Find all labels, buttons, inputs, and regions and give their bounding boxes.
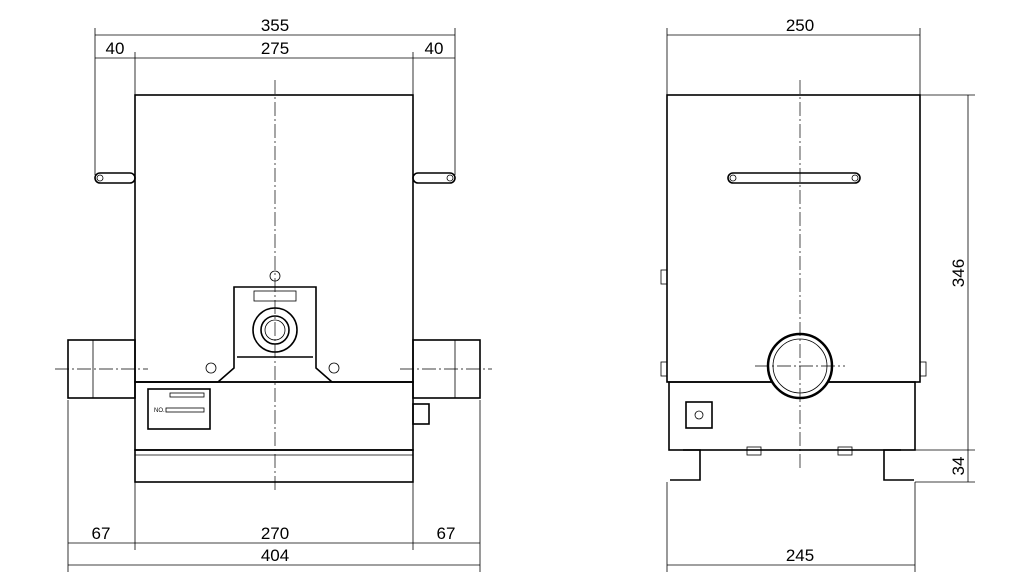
- dim-404: 404: [261, 546, 289, 565]
- dimension-labels: 355 40 275 40 67 270 67 404 250 245 346 …: [92, 16, 968, 565]
- side-bolt: [660, 361, 668, 377]
- front-lower-body: [134, 381, 414, 451]
- front-upper-body: [134, 94, 414, 383]
- dim-346: 346: [949, 259, 968, 287]
- right-handle: [412, 172, 456, 184]
- front-base: [134, 449, 414, 483]
- dim-355: 355: [261, 16, 289, 35]
- screw-icon: [328, 362, 340, 374]
- dim-40-left: 40: [106, 39, 125, 58]
- dim-34: 34: [949, 457, 968, 476]
- dim-67-right: 67: [437, 524, 456, 543]
- ground-terminal: [685, 401, 713, 429]
- handle-pin: [851, 174, 859, 182]
- handle-bar: [412, 172, 456, 184]
- dim-270: 270: [261, 524, 289, 543]
- dimension-lines: [67, 28, 975, 572]
- handle-bar: [94, 172, 136, 184]
- nameplate-number-field: [165, 407, 205, 413]
- dim-250: 250: [786, 16, 814, 35]
- left-foot: [670, 449, 701, 481]
- terminal-bolt: [694, 410, 704, 420]
- screw-icon: [205, 362, 217, 374]
- ground-terminal: [412, 403, 430, 425]
- handle-pin: [729, 174, 737, 182]
- nameplate-number-label: NO.: [154, 408, 165, 414]
- base-nut: [837, 446, 853, 456]
- dim-40-right: 40: [425, 39, 444, 58]
- front-view: NO.: [55, 80, 492, 492]
- side-bolt: [660, 269, 668, 285]
- side-view: [660, 80, 927, 481]
- nameplate-field: [169, 392, 205, 398]
- dim-245: 245: [786, 546, 814, 565]
- handle-pin: [96, 174, 104, 182]
- nameplate: NO.: [147, 388, 211, 430]
- dim-275: 275: [261, 39, 289, 58]
- dim-67-left: 67: [92, 524, 111, 543]
- right-foot: [883, 449, 914, 481]
- left-handle: [94, 172, 136, 184]
- nameplate-border: [147, 388, 211, 430]
- side-handle: [727, 172, 861, 184]
- side-bolt: [919, 361, 927, 377]
- handle-pin: [446, 174, 454, 182]
- base-nut: [746, 446, 762, 456]
